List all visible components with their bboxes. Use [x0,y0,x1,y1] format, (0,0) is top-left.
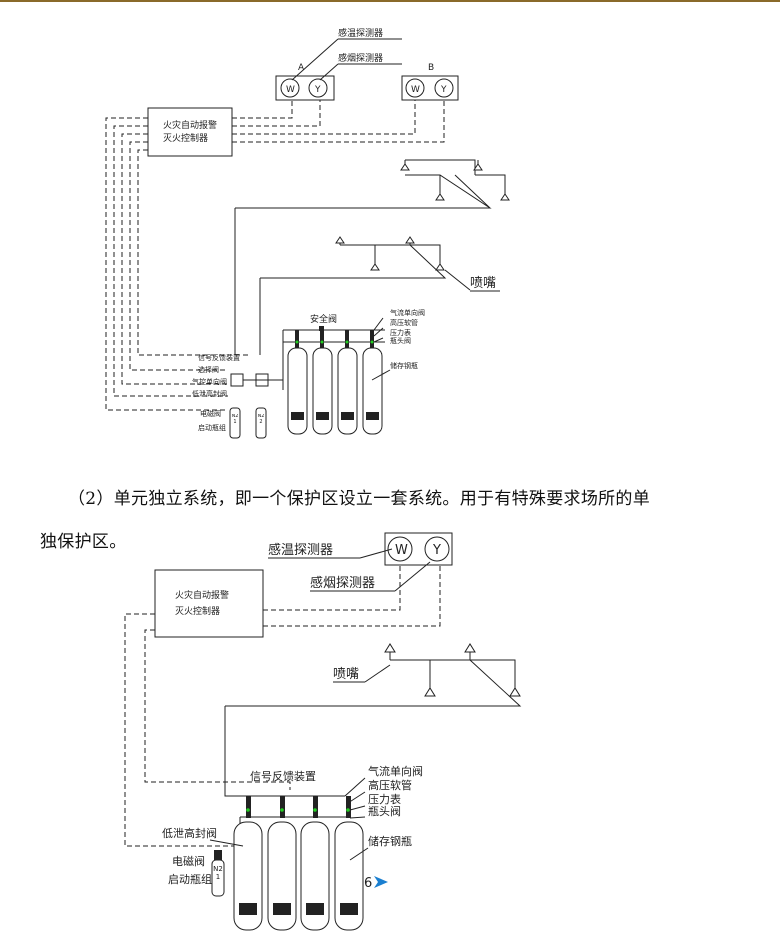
label-heat-detector: 感温探测器 [268,542,333,558]
label-solenoid-valve: 电磁阀 [200,409,221,418]
controller-box [147,107,233,157]
label-signal-feedback: 信号反馈装置 [250,770,316,783]
top-border [0,0,780,2]
label-bleed-valve: 低泄高封阀 [192,389,227,398]
starter-bottle-1 [229,407,241,439]
label-signal-feedback: 信号反馈装置 [198,353,240,362]
label-hose: 高压软管 [390,318,418,327]
label-bottle-valve: 瓶头阀 [390,336,411,345]
label-check-valve: 气流单向阀 [390,308,425,317]
label-check-valve: 气流单向阀 [368,764,423,778]
paragraph-line-2: 独保护区。 [40,532,127,552]
label-smoke-detector: 感烟探测器 [338,52,383,64]
detector-box-a [275,75,335,101]
label-nozzle: 喷嘴 [470,276,496,291]
controller-text: 火灾自动报警 [175,589,229,601]
label-selector-valve: 选择阀 [198,365,219,374]
paragraph-line-1: （2）单元独立系统，即一个保护区设立一套系统。用于有特殊要求场所的单 [68,489,651,509]
label-starter-bottles: 启动瓶组 [168,872,212,886]
zone-b-label: B [428,63,434,73]
label-storage-cylinder: 储存钢瓶 [390,361,418,370]
w-label: W [411,85,420,95]
detector-box-b [401,75,459,101]
controller-box [154,569,264,638]
arrow-icon [374,876,388,888]
label-nozzle: 喷嘴 [333,667,359,682]
detector-box [384,532,453,566]
w-label: W [395,543,408,558]
label-solenoid-valve: 电磁阀 [172,854,205,868]
label-pilot-check-valve: 气控单向阀 [192,377,227,386]
label-bottle-valve: 瓶头阀 [368,804,401,818]
w-label: W [286,85,295,95]
label-bleed-valve: 低泄高封阀 [162,826,217,840]
y-label: Y [440,85,447,95]
y-label: Y [314,85,321,95]
label-storage-cylinder: 储存钢瓶 [368,834,412,848]
label-gauge: 压力表 [368,792,401,806]
controller-text: 火灾自动报警 [163,119,217,131]
starter-bottle-1-label: N2 1 [231,414,239,425]
starter-bottle-label: N2 1 [213,866,223,881]
controller-text: 灭火控制器 [163,132,208,144]
label-hose: 高压软管 [368,778,412,792]
y-label: Y [432,543,441,558]
label-gauge: 压力表 [390,328,411,337]
label-heat-detector: 感温探测器 [338,27,383,39]
safety-valve [319,326,324,331]
starter-bottle-2 [255,407,267,439]
diagram-multi-zone: 感温探测器 感烟探测器 A B W Y W Y 火灾自动报警 灭火控制器 喷嘴 [105,27,510,439]
label-starter-bottles: 启动瓶组 [198,423,226,432]
label-smoke-detector: 感烟探测器 [310,575,375,591]
controller-text: 灭火控制器 [175,605,220,617]
diagram-single-zone: 感温探测器 感烟探测器 W Y 火灾自动报警 灭火控制器 喷嘴 N2 1 信号反… [124,532,522,931]
label-safety-valve: 安全阀 [310,313,337,325]
page-mark: 6 [364,876,372,891]
zone-a-label: A [298,63,305,73]
starter-bottle-2-label: N2 2 [257,414,265,425]
